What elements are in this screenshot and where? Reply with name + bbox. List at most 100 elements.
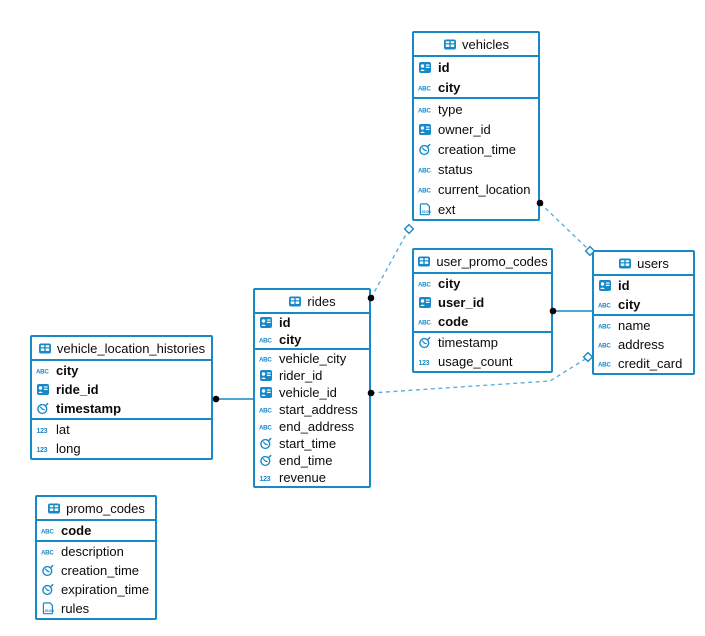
svg-text:ABC: ABC <box>418 167 431 174</box>
text-type-icon: ABC <box>418 281 432 288</box>
primary-key-section: id ABC city <box>255 314 369 350</box>
column-label: creation_time <box>61 563 140 578</box>
text-type-icon: ABC <box>36 368 50 375</box>
column-row-id[interactable]: id <box>594 276 693 295</box>
svg-text:ABC: ABC <box>259 337 272 344</box>
svg-text:ABC: ABC <box>259 424 272 431</box>
column-row-city[interactable]: ABC city <box>32 361 211 380</box>
column-row-city[interactable]: ABC city <box>414 274 551 293</box>
text-type-icon: ABC <box>418 107 432 114</box>
table-header-vehicle_location_histories[interactable]: vehicle_location_histories <box>32 337 211 361</box>
svg-text:ABC: ABC <box>259 356 272 363</box>
table-header-users[interactable]: users <box>594 252 693 276</box>
column-row-timestamp[interactable]: timestamp <box>32 399 211 418</box>
table-header-promo_codes[interactable]: promo_codes <box>37 497 155 521</box>
person-id-icon <box>419 297 431 308</box>
text-type-icon: ABC <box>418 319 432 326</box>
table-title: rides <box>307 293 336 309</box>
column-label: code <box>438 314 469 329</box>
column-row-expiration_time[interactable]: expiration_time <box>37 580 155 599</box>
svg-text:ABC: ABC <box>418 187 431 194</box>
column-label: start_time <box>279 436 337 451</box>
column-row-ride_id[interactable]: ride_id <box>32 380 211 399</box>
column-row-end_time[interactable]: end_time <box>255 452 369 469</box>
column-label: city <box>438 276 461 291</box>
column-row-id[interactable]: id <box>255 314 369 331</box>
table-icon <box>444 39 457 49</box>
column-row-current_location[interactable]: ABC current_location <box>414 179 538 199</box>
person-id-icon <box>260 317 272 328</box>
person-id-icon <box>260 387 272 398</box>
column-row-creation_time[interactable]: creation_time <box>37 561 155 580</box>
table-header-rides[interactable]: rides <box>255 290 369 314</box>
timestamp-type-icon <box>42 583 54 596</box>
relationship-vehicles-to-users[interactable] <box>539 202 591 252</box>
column-label: city <box>56 363 79 378</box>
column-row-user_id[interactable]: user_id <box>414 293 551 312</box>
person-id-icon <box>419 123 431 135</box>
column-row-id[interactable]: id <box>414 57 538 77</box>
table-icon <box>289 296 302 306</box>
column-label: city <box>279 332 302 347</box>
column-row-start_time[interactable]: start_time <box>255 435 369 452</box>
table-user_promo_codes[interactable]: user_promo_codes ABC city user_id ABC code… <box>412 248 553 373</box>
column-label: type <box>438 101 463 117</box>
column-row-city[interactable]: ABC city <box>255 331 369 348</box>
text-type-icon: ABC <box>598 342 612 349</box>
column-row-creation_time[interactable]: creation_time <box>414 139 538 159</box>
table-vehicle_location_histories[interactable]: vehicle_location_histories ABC city ride_… <box>30 335 213 460</box>
text-type-icon: ABC <box>418 187 432 194</box>
table-icon <box>619 258 632 268</box>
column-label: creation_time <box>438 141 517 157</box>
column-label: id <box>438 59 450 75</box>
column-label: address <box>618 337 665 352</box>
column-label: id <box>618 278 630 293</box>
primary-key-section: ABC city ride_id timestamp <box>32 361 211 420</box>
text-type-icon: ABC <box>41 549 55 556</box>
table-header-user_promo_codes[interactable]: user_promo_codes <box>414 250 551 274</box>
text-type-icon: ABC <box>598 361 612 368</box>
text-type-icon: ABC <box>41 528 55 535</box>
column-row-timestamp[interactable]: timestamp <box>414 333 551 352</box>
table-icon <box>38 343 51 353</box>
column-row-address[interactable]: ABC address <box>594 335 693 354</box>
column-row-type[interactable]: ABC type <box>414 99 538 119</box>
column-label: current_location <box>438 181 531 197</box>
column-row-owner_id[interactable]: owner_id <box>414 119 538 139</box>
column-row-code[interactable]: ABC code <box>414 312 551 331</box>
column-row-vehicle_id[interactable]: vehicle_id <box>255 384 369 401</box>
column-row-rider_id[interactable]: rider_id <box>255 367 369 384</box>
column-label: owner_id <box>438 121 491 137</box>
text-type-icon: ABC <box>259 356 273 363</box>
column-label: ext <box>438 201 456 217</box>
column-label: city <box>618 297 641 312</box>
svg-text:ABC: ABC <box>418 319 431 326</box>
svg-text:ABC: ABC <box>41 549 54 556</box>
table-header-vehicles[interactable]: vehicles <box>414 33 538 57</box>
relationship-rides-to-vehicles[interactable] <box>370 228 410 299</box>
text-type-icon: ABC <box>259 337 273 344</box>
